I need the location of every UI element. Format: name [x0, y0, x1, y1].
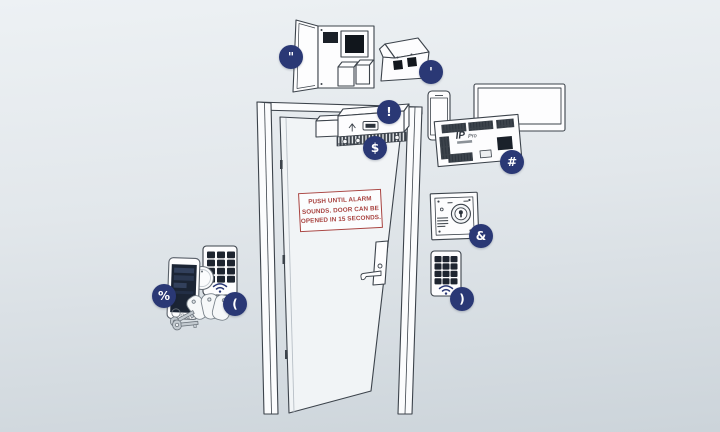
status-display-icon — [362, 121, 379, 131]
instruction-microtext — [437, 200, 469, 228]
arrow-up-icon — [348, 123, 356, 132]
board-model-microtext — [457, 140, 473, 144]
callout-mobile-credential-phone: % — [152, 284, 176, 308]
callout-plug-in-power-supply: ' — [419, 60, 443, 84]
wifi-icon — [212, 283, 228, 293]
hinge — [285, 350, 288, 359]
board-brand-suffix: Pro — [468, 133, 477, 140]
door-handle — [360, 240, 389, 286]
callout-armature-plate: $ — [363, 136, 387, 160]
hinge — [282, 255, 286, 264]
callout-power-enclosure: " — [279, 45, 303, 69]
led-indicator — [439, 207, 444, 212]
keyswitch-station — [429, 191, 480, 241]
ip-controller-board: IP Pro — [433, 113, 523, 168]
metal-keys — [169, 308, 199, 331]
callout-wireless-keypad-left: ( — [223, 292, 247, 316]
power-enclosure — [292, 19, 375, 93]
plug-in-power-supply — [378, 37, 430, 82]
wifi-icon — [438, 285, 454, 295]
keyhole — [458, 210, 463, 215]
wireless-keypad-right — [430, 250, 462, 297]
board-brand-label: IP — [455, 130, 466, 142]
hinge — [280, 160, 283, 169]
callout-keyswitch-station: & — [469, 224, 493, 248]
callout-ip-controller-board: # — [500, 150, 524, 174]
callout-wireless-keypad-right: ) — [450, 287, 474, 311]
callout-maglock: ! — [377, 100, 401, 124]
